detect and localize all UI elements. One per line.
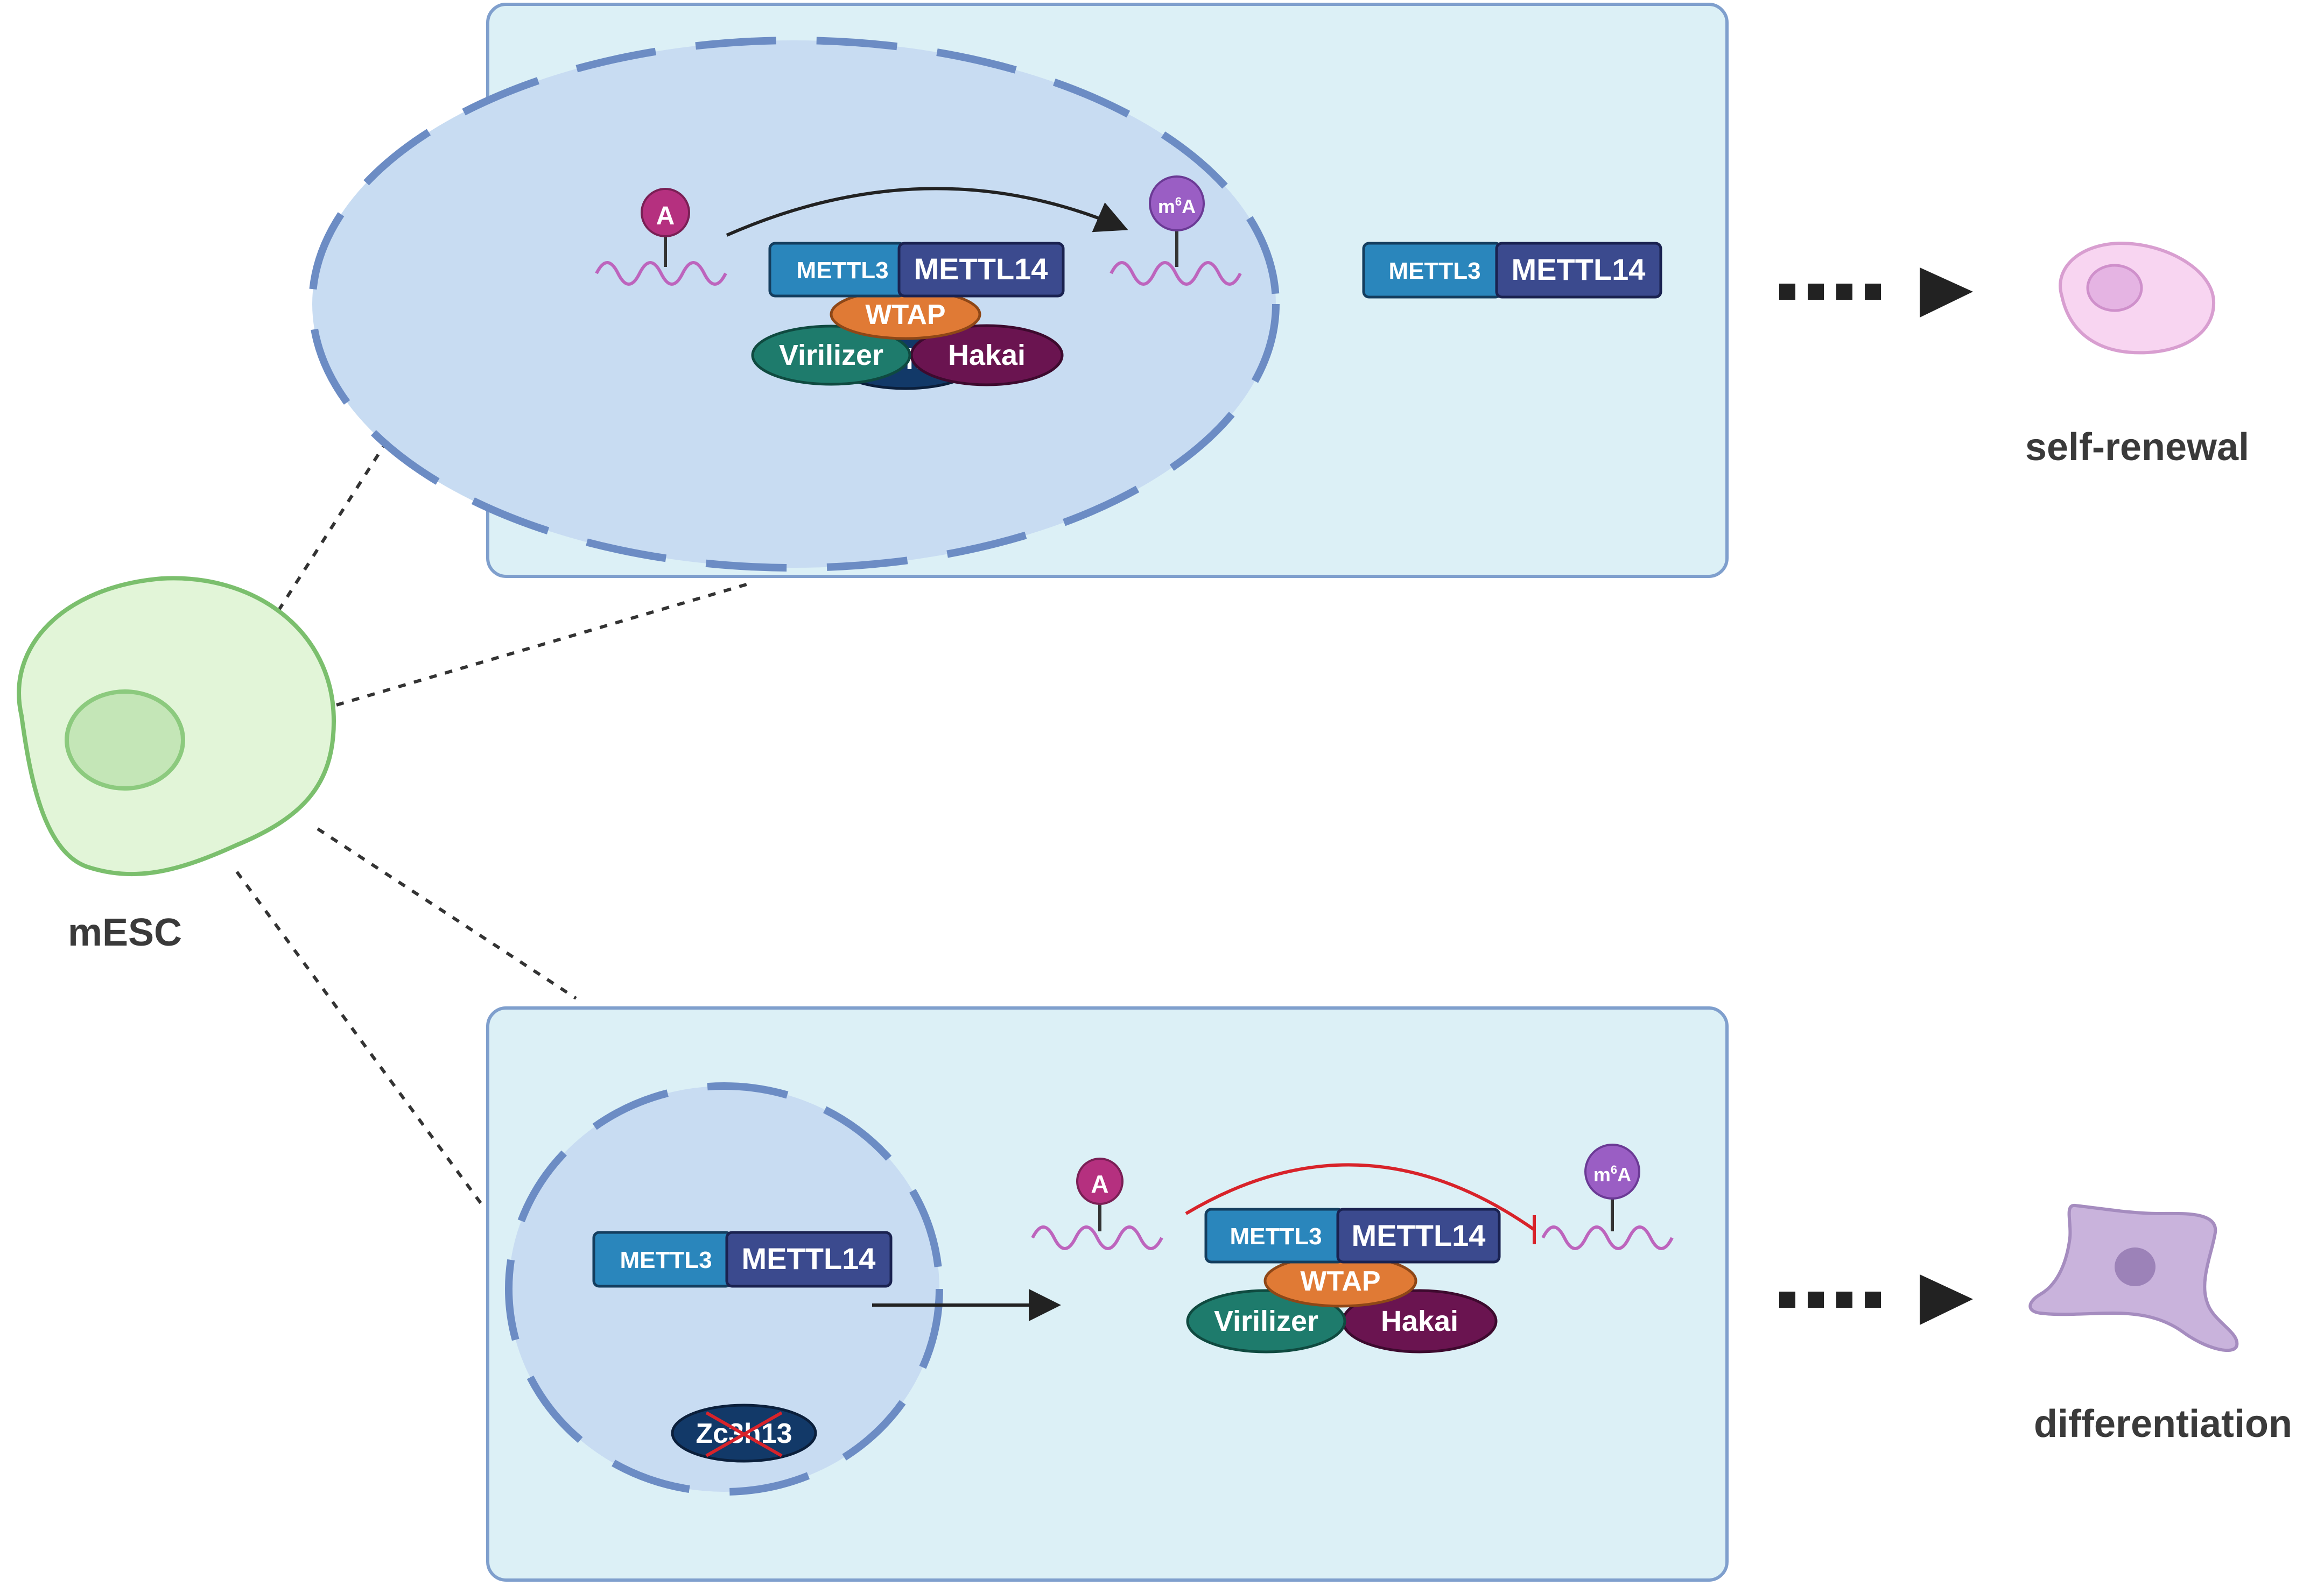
svg-text:METTL3: METTL3 [1388, 258, 1480, 284]
zoom-line-top-2 [336, 582, 749, 707]
mesc-nucleus [65, 689, 185, 791]
bottom-a-nucleotide [1076, 1158, 1124, 1205]
svg-text:WTAP: WTAP [865, 299, 945, 330]
top-methylation-arrow [726, 187, 1128, 237]
svg-text:METTL3: METTL3 [620, 1247, 712, 1273]
top-cytoplasm-mettl-complex: METTL3 METTL14 [1362, 242, 1662, 299]
bottom-nucleus [505, 1082, 943, 1496]
mesc-cell [17, 576, 336, 877]
self-renewal-arrow [1779, 267, 1973, 318]
top-cyto-mettl14 [1495, 242, 1662, 299]
bottom-cyto-mettl14 [1336, 1208, 1501, 1264]
bottom-nuc-mettl14 [725, 1231, 893, 1288]
differentiation-cell [2028, 1204, 2239, 1352]
svg-text:METTL3: METTL3 [1230, 1223, 1322, 1250]
svg-text:WTAP: WTAP [1300, 1266, 1380, 1297]
differentiation-arrow [1779, 1274, 1973, 1325]
top-rna-unmodified [595, 261, 727, 286]
self-renewal-cell-nucleus [2086, 264, 2143, 312]
svg-text:Hakai: Hakai [1381, 1305, 1458, 1337]
top-mettl14 [897, 242, 1065, 298]
bottom-virilizer [1186, 1289, 1346, 1354]
svg-text:METTL14: METTL14 [914, 252, 1048, 286]
bottom-m6a-nucleotide [1584, 1144, 1640, 1200]
top-virilizer [751, 325, 911, 386]
svg-text:Hakai: Hakai [948, 339, 1026, 371]
zoom-line-bottom-2 [235, 871, 486, 1209]
svg-text:METTL14: METTL14 [1352, 1218, 1486, 1252]
svg-text:Virilizer: Virilizer [779, 339, 883, 371]
bottom-rna-unmodified [1031, 1225, 1163, 1250]
top-writer-complex: Zc3h13 Hakai Virilizer WTAP METTL3 METTL… [751, 242, 1065, 390]
top-nucleus [308, 37, 1280, 572]
bottom-writer-complex: Hakai Virilizer WTAP METTL3 METTL14 [1186, 1208, 1501, 1354]
self-renewal-cell [2059, 241, 2216, 355]
differentiation-cell-nucleus [2115, 1247, 2156, 1286]
svg-text:METTL14: METTL14 [1512, 252, 1646, 286]
bottom-zc3h13-knockout: Zc3h13 [671, 1404, 817, 1463]
svg-text:Virilizer: Virilizer [1214, 1305, 1318, 1337]
bottom-panel: METTL3 METTL14 Zc3h13 A m6A Hakai [486, 1006, 1729, 1582]
svg-text:METTL3: METTL3 [796, 257, 888, 284]
top-m6a-nucleotide [1149, 175, 1205, 231]
top-m6a-label: m6A [1158, 195, 1196, 217]
knockout-cross-2 [705, 1411, 783, 1457]
differentiation-label: differentiation [2034, 1402, 2292, 1446]
bottom-rna-m6a [1541, 1225, 1674, 1250]
bottom-nuclear-mettl-complex: METTL3 METTL14 [592, 1231, 893, 1288]
bottom-inhibition-arc [1185, 1163, 1535, 1231]
top-panel: A m6A Zc3h13 Hakai Virilizer WTAP METTL3… [308, 3, 1729, 578]
self-renewal-label: self-renewal [2025, 426, 2249, 469]
top-a-label: A [656, 202, 675, 230]
svg-text:METTL14: METTL14 [742, 1242, 876, 1275]
top-a-nucleotide [641, 188, 690, 237]
bottom-m6a-label: m6A [1593, 1163, 1631, 1186]
top-hakai [910, 324, 1064, 386]
zoom-line-bottom-1 [317, 827, 577, 1000]
top-rna-m6a [1110, 261, 1242, 286]
mesc-label: mESC [68, 911, 182, 954]
bottom-a-label: A [1091, 1170, 1108, 1198]
